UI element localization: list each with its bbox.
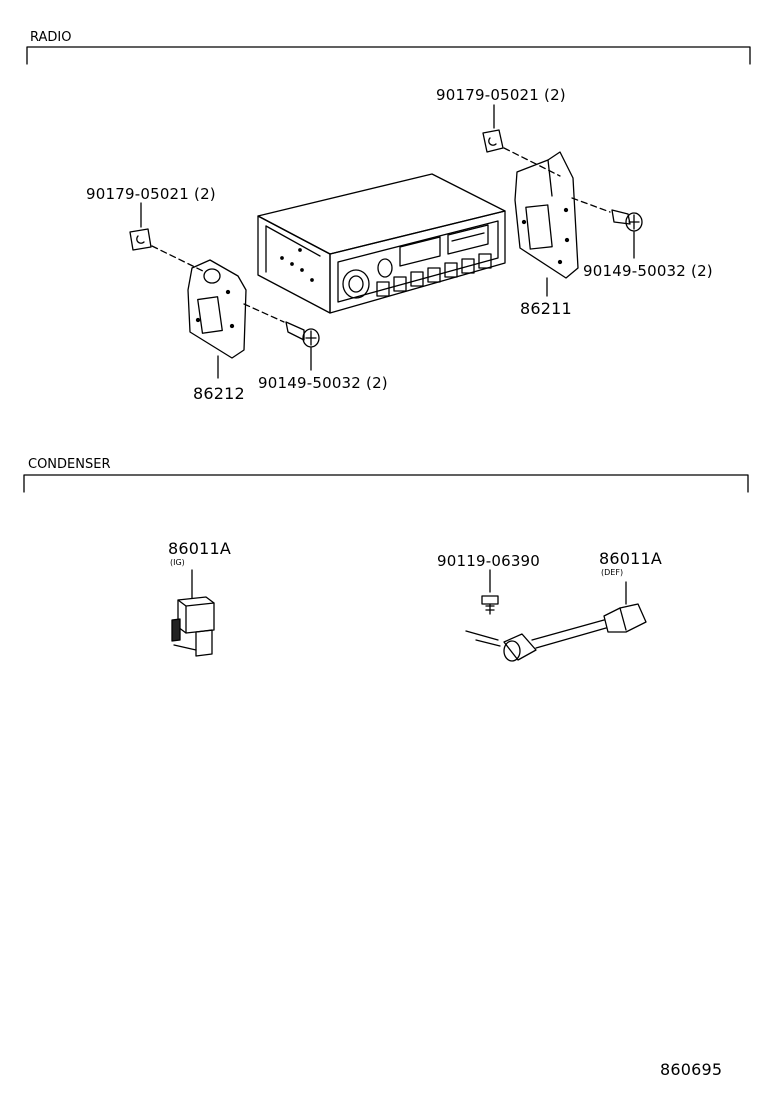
section-bracket-condenser: [23, 474, 749, 493]
part-label-condenser-ig: 86011A: [168, 539, 232, 558]
part-label-nut-left: 90179-05021 (2): [86, 185, 216, 203]
condenser-def-drawing: [465, 581, 647, 662]
condenser-ig-drawing: [171, 569, 215, 657]
part-label-condenser-def: 86011A: [599, 549, 663, 568]
part-note-ig: (IG): [170, 558, 185, 567]
part-label-screw-right: 90149-50032 (2): [583, 262, 713, 280]
nut-left-drawing: [129, 202, 206, 273]
part-label-bracket-right: 86211: [520, 299, 572, 318]
nut-upper-right-drawing: [482, 104, 561, 177]
part-label-bracket-left: 86212: [193, 384, 245, 403]
screw-right-drawing: [571, 197, 643, 259]
part-label-screw-condenser: 90119-06390: [437, 552, 541, 570]
radio-unit-drawing: [257, 173, 506, 314]
section-title-radio: RADIO: [30, 30, 72, 45]
section-bracket-radio: [26, 46, 751, 65]
screw-condenser-drawing: [481, 569, 499, 615]
part-label-screw-left: 90149-50032 (2): [258, 374, 388, 392]
diagram-code: 860695: [660, 1060, 723, 1079]
bracket-86211-drawing: [514, 151, 579, 297]
bracket-86212-drawing: [187, 259, 247, 379]
screw-left-drawing: [243, 303, 320, 371]
section-title-condenser: CONDENSER: [28, 457, 111, 472]
part-label-nut-upper-right: 90179-05021 (2): [436, 86, 566, 104]
part-note-def: (DEF): [601, 568, 624, 577]
